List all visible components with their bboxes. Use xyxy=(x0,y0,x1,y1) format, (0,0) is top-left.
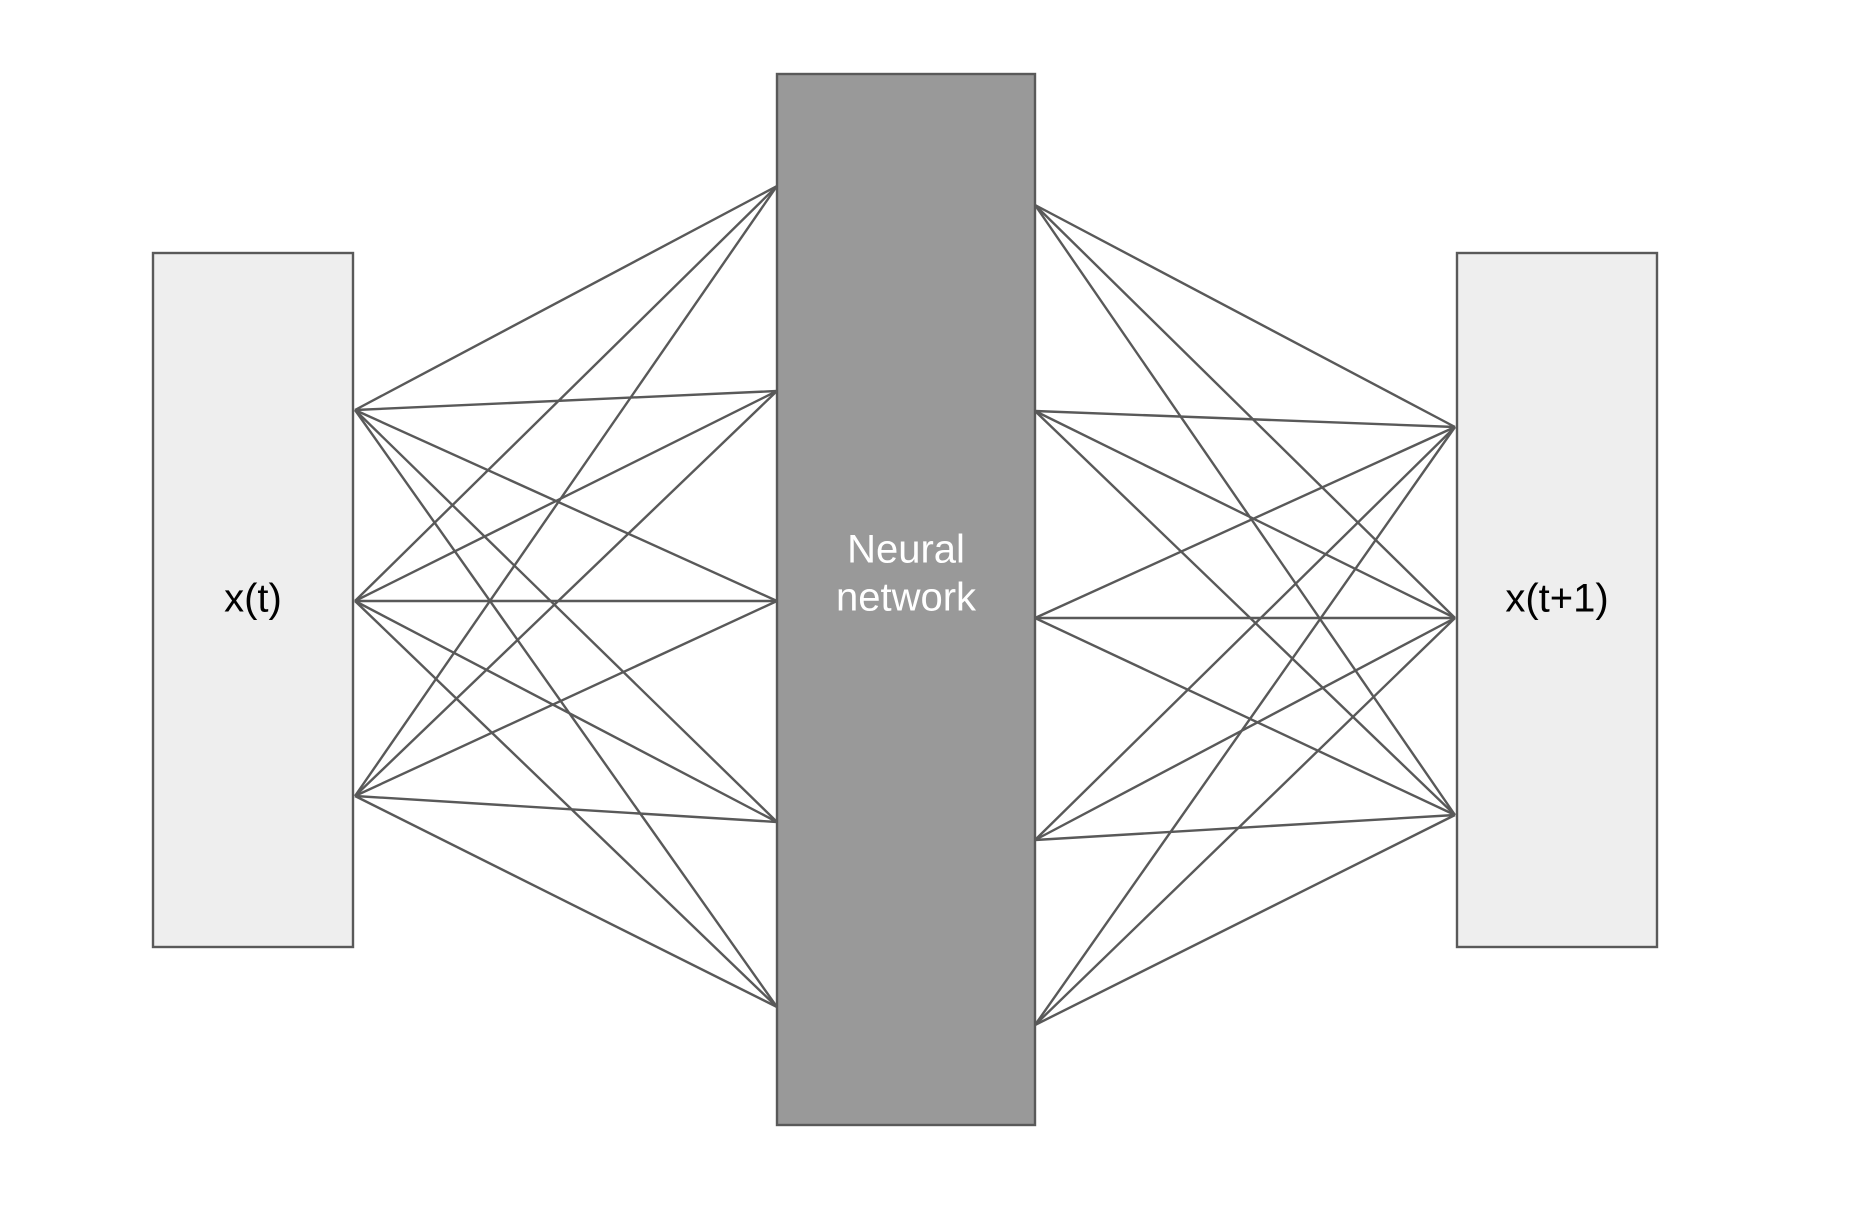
output-box xyxy=(1455,251,1659,949)
input-box xyxy=(151,251,355,949)
input-network-edge-3-2 xyxy=(354,390,778,797)
input-network-edge-1-5 xyxy=(354,409,778,1008)
input-network-edge-2-5 xyxy=(354,600,778,1008)
network-output-edge-4-1 xyxy=(1034,426,1456,841)
input-box-label: x(t) xyxy=(224,577,282,621)
input-network-edge-2-1 xyxy=(354,185,778,602)
input-network-edge-3-3 xyxy=(354,599,778,798)
network-output-edge-4-3 xyxy=(1034,813,1456,842)
network-output-edge-5-1 xyxy=(1034,426,1456,1026)
network-output-edge-5-2 xyxy=(1034,617,1456,1026)
network-output-edge-1-1 xyxy=(1034,203,1456,429)
network-to-output-connections xyxy=(1034,203,1456,1027)
input-network-edge-3-1 xyxy=(354,185,778,797)
neural-network-box xyxy=(775,72,1037,1127)
input-network-edge-2-2 xyxy=(354,389,778,603)
network-output-edge-2-3 xyxy=(1034,410,1456,816)
network-output-edge-2-2 xyxy=(1034,409,1456,620)
network-output-edge-3-3 xyxy=(1034,616,1456,817)
neural-network-label-line2: network xyxy=(836,576,977,620)
input-network-edge-3-4 xyxy=(354,794,778,824)
network-output-edge-4-2 xyxy=(1034,616,1456,842)
network-output-edge-5-3 xyxy=(1034,813,1456,1027)
input-network-edge-1-2 xyxy=(354,389,778,412)
neural-network-label-line1: Neural xyxy=(847,528,965,572)
network-output-edge-3-1 xyxy=(1034,425,1456,620)
output-box-label: x(t+1) xyxy=(1505,577,1608,621)
network-output-edge-1-3 xyxy=(1034,204,1456,816)
network-output-edge-2-1 xyxy=(1034,409,1456,429)
input-network-edge-2-4 xyxy=(354,599,778,824)
input-to-network-connections xyxy=(354,184,778,1009)
input-network-edge-1-4 xyxy=(354,409,778,823)
input-network-edge-3-5 xyxy=(354,794,778,1009)
input-network-edge-1-1 xyxy=(354,184,778,412)
network-output-edge-1-2 xyxy=(1034,204,1456,619)
input-network-edge-1-3 xyxy=(354,408,778,603)
